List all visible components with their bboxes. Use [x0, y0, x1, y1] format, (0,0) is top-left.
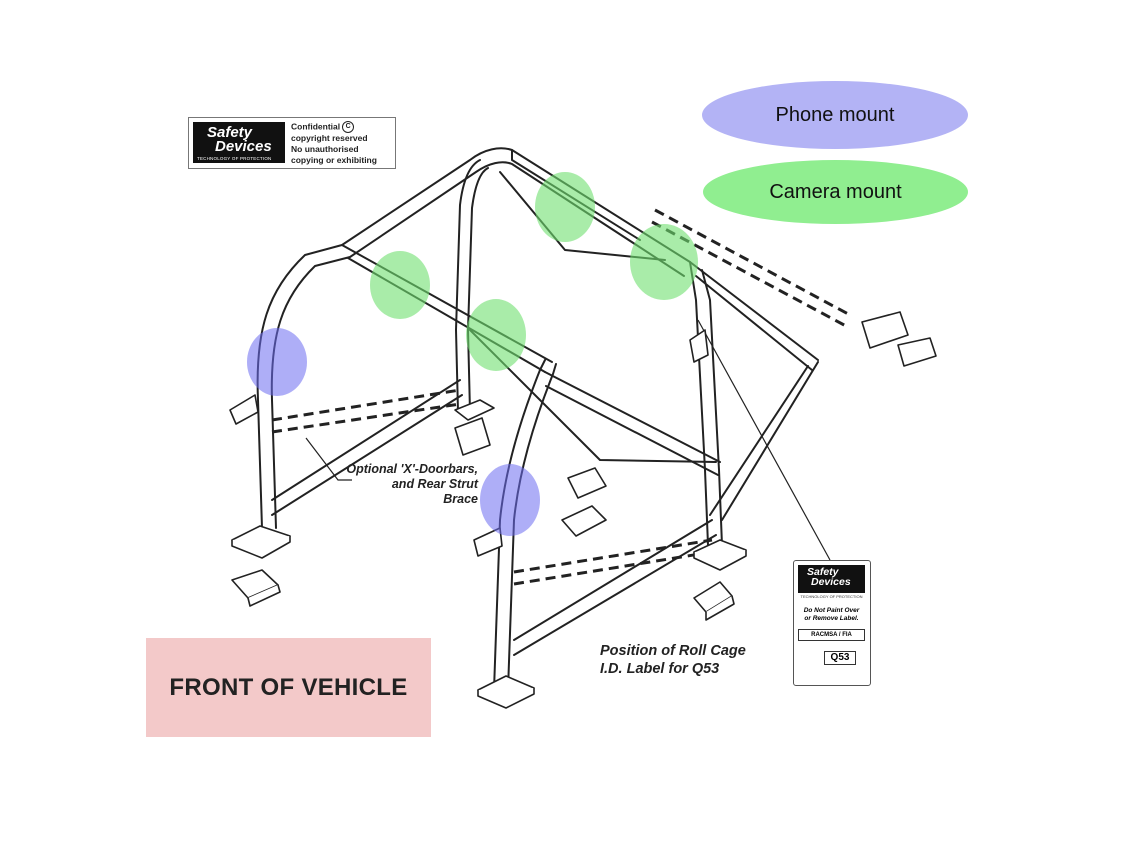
mounting-plates [229, 311, 937, 709]
roll-cage-id-label: Safety Devices TECHNOLOGY OF PROTECTION … [793, 560, 871, 686]
optional-doorbars-dashed [271, 208, 851, 586]
camera-zone-roof-front [535, 172, 595, 242]
front-of-vehicle-label: FRONT OF VEHICLE [146, 638, 431, 737]
copyright-icon: C [342, 121, 355, 133]
camera-zone-rear-right [630, 224, 698, 300]
leader-lines [305, 319, 831, 561]
phone-zone-left-pillar [247, 328, 307, 396]
camera-mount-zones [370, 172, 698, 371]
doorbars-annotation: Optional 'X'-Doorbars, and Rear Strut Br… [346, 462, 478, 506]
phone-mount-zones [247, 328, 540, 536]
camera-mount-legend: Camera mount [703, 160, 968, 224]
camera-zone-crossbar [466, 299, 526, 371]
confidential-banner: Safety Devices TECHNOLOGY OF PROTECTION … [188, 117, 396, 169]
phone-mount-legend: Phone mount [702, 81, 968, 149]
camera-zone-left-roof [370, 251, 430, 319]
safety-devices-logo: Safety Devices TECHNOLOGY OF PROTECTION [193, 122, 285, 163]
roll-cage-tubes [256, 147, 819, 691]
id-label-logo: Safety Devices [798, 565, 865, 593]
id-label-position-annotation: Position of Roll Cage I.D. Label for Q53 [600, 643, 746, 677]
phone-zone-a-pillar [480, 464, 540, 536]
